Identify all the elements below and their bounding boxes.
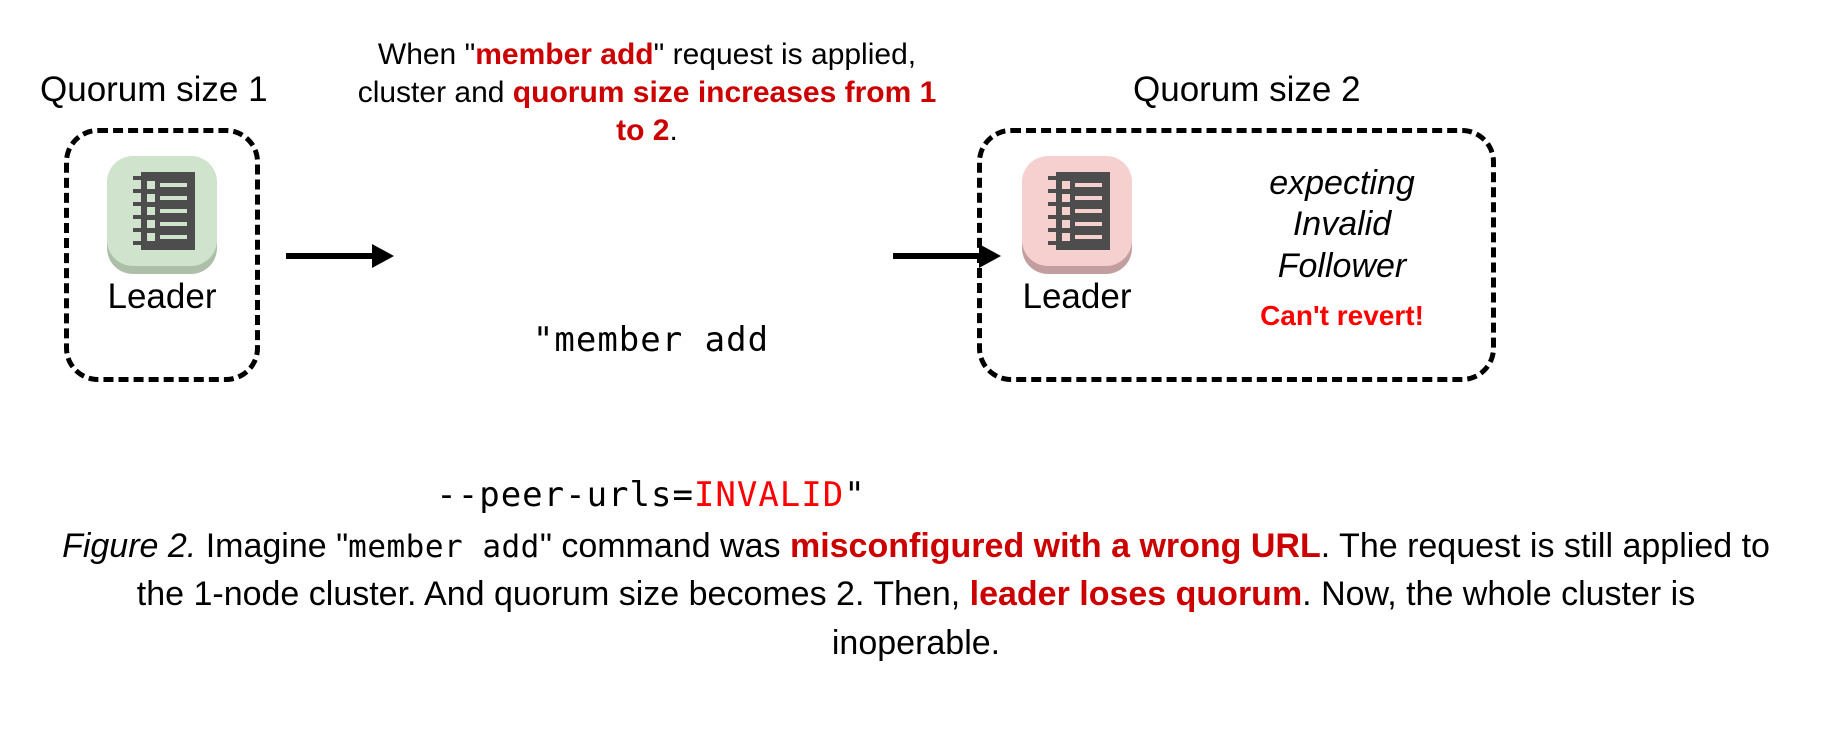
top-note-seg5: . (669, 113, 678, 147)
caption-misconfigured-highlight: misconfigured with a wrong URL (789, 527, 1321, 565)
caption-figure-label: Figure 2. (62, 527, 197, 565)
top-note-quorum-increase: quorum size increases from 1 to 2 (512, 75, 937, 147)
right-cluster-boundary (977, 128, 1496, 382)
command-closing-quote: " (844, 475, 866, 516)
right-cluster-title: Quorum size 2 (1133, 70, 1361, 109)
caption-part-1: Imagine " (196, 527, 349, 565)
status-line-1: expecting (1269, 164, 1415, 202)
command-line-2: --peer-urls=INVALID" (413, 470, 889, 522)
top-annotation: When "member add" request is applied, cl… (341, 36, 953, 149)
status-line-3: Follower (1277, 246, 1407, 285)
caption-loses-quorum-highlight: leader loses quorum (969, 575, 1303, 614)
status-warning-badge: Can't revert! (1260, 300, 1424, 332)
right-leader-node: Leader (1007, 152, 1147, 317)
arrow-right-icon (893, 244, 1001, 268)
top-note-member-add: member add (475, 38, 654, 71)
command-invalid-value: INVALID (693, 475, 845, 516)
left-cluster-boundary (64, 128, 260, 382)
left-leader-node: Leader (92, 152, 232, 317)
command-line-1: "member add (532, 320, 770, 361)
figure-caption: Figure 2. Imagine "member add" command w… (60, 522, 1772, 667)
top-note-seg1: When " (377, 38, 476, 71)
status-line-2: Invalid (1292, 205, 1392, 244)
left-cluster-title: Quorum size 1 (40, 70, 268, 109)
caption-command-mono: member add (348, 529, 540, 565)
server-rack-icon (103, 152, 221, 274)
right-cluster-status: expecting Invalid Follower Can't revert! (1208, 163, 1476, 333)
top-note-seg3: " request is applied, cluster and (357, 38, 917, 109)
right-leader-label: Leader (1022, 277, 1132, 316)
server-rack-icon (1018, 152, 1136, 274)
member-add-command: "member add --peer-urls=INVALID" (413, 212, 889, 625)
caption-part-3: . The request is still applied to the 1-… (136, 527, 1770, 614)
arrow-right-icon (286, 244, 394, 268)
left-leader-label: Leader (107, 277, 217, 316)
caption-part-4: . Now, the whole cluster is inoperable. (831, 575, 1696, 662)
caption-part-2: " command was (539, 527, 790, 565)
command-flag: --peer-urls= (436, 475, 694, 516)
